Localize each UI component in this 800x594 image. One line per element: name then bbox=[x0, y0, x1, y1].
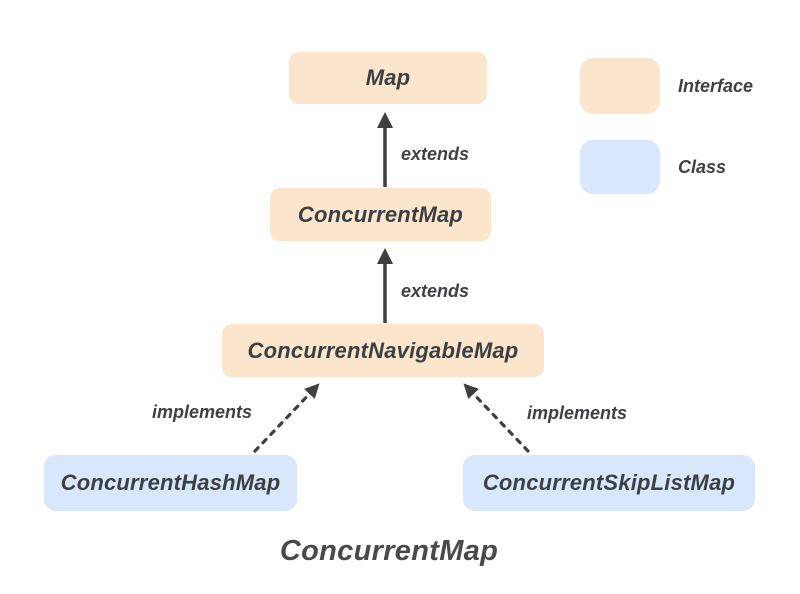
node-map: Map bbox=[289, 52, 487, 104]
node-concurrent-map-label: ConcurrentMap bbox=[297, 201, 464, 227]
legend-interface-label: Interface bbox=[678, 76, 754, 96]
node-concurrent-navigable-map: ConcurrentNavigableMap bbox=[222, 324, 544, 377]
node-concurrent-hash-map-label: ConcurrentHashMap bbox=[60, 470, 281, 495]
node-concurrent-skip-list-map: ConcurrentSkipListMap bbox=[463, 455, 755, 511]
legend-interface-swatch bbox=[580, 58, 660, 114]
node-map-label: Map bbox=[365, 65, 411, 90]
edge-label-extends-bottom: extends bbox=[401, 281, 470, 301]
edge-hashmap-implements bbox=[253, 383, 320, 453]
node-concurrent-hash-map: ConcurrentHashMap bbox=[44, 455, 297, 511]
edge-label-implements-left: implements bbox=[152, 402, 253, 422]
edge-label-implements-right: implements bbox=[527, 403, 628, 423]
diagram-title: ConcurrentMap bbox=[279, 535, 499, 567]
edge-label-extends-top: extends bbox=[401, 144, 470, 164]
node-concurrent-navigable-map-label: ConcurrentNavigableMap bbox=[247, 337, 519, 363]
legend-class-swatch bbox=[580, 140, 660, 194]
node-concurrent-map: ConcurrentMap bbox=[270, 188, 491, 241]
legend-class-label: Class bbox=[678, 157, 727, 177]
edge-skiplistmap-implements bbox=[463, 383, 530, 453]
node-concurrent-skip-list-map-label: ConcurrentSkipListMap bbox=[482, 470, 736, 495]
